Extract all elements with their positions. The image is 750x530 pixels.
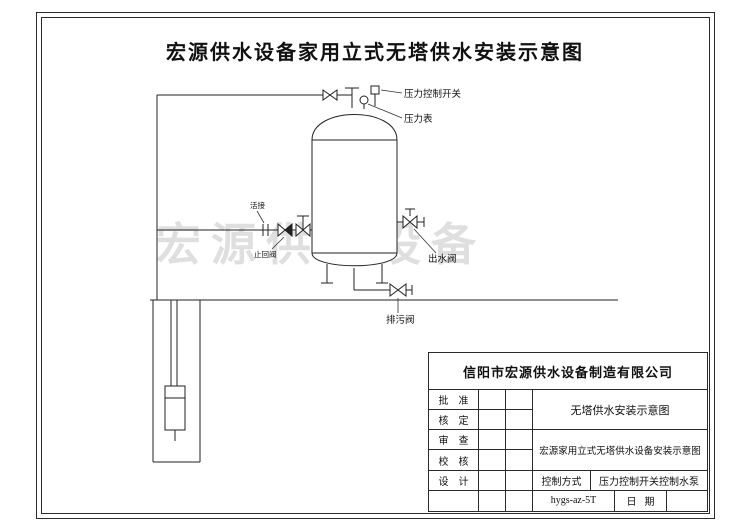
pressure-tank (311, 87, 398, 284)
tank-leg-right (376, 264, 388, 284)
drawing-title: 宏源供水设备家用立式无塔供水安装示意图 (166, 42, 584, 64)
pressure-switch-device (370, 85, 380, 106)
sheet-inner-border (41, 17, 710, 514)
signature-cell (506, 450, 533, 471)
union-label: 活接 (250, 200, 265, 210)
date-label: 日期 (615, 490, 667, 511)
leader-lines (256, 89, 437, 313)
pressure-gauge-device (359, 95, 369, 109)
approval-label-pizhun: 批准 (429, 390, 479, 411)
signature-cell (479, 430, 506, 451)
drop-pipe (170, 300, 178, 386)
signature-cell (479, 490, 506, 511)
signature-cell (506, 410, 533, 431)
signature-cell (479, 450, 506, 471)
check-valve-label: 止回阀 (254, 249, 277, 259)
tank-leg-left (321, 264, 333, 284)
sheet-outer-border (36, 12, 715, 519)
well (152, 300, 201, 463)
control-row: 控制方式 压力控制开关控制水泵 (533, 470, 707, 491)
model-row: hygs-az-5T 日期 (533, 490, 707, 511)
approval-label-sheji: 设计 (429, 470, 479, 491)
fill-pipe-valve (322, 89, 338, 101)
pressure-switch-label: 压力控制开关 (404, 88, 462, 100)
title-block: 信阳市宏源供水设备制造有限公司 批准 核定 审查 校核 设计 无塔供水安装示意图… (428, 352, 708, 512)
company-name: 信阳市宏源供水设备制造有限公司 (429, 353, 707, 390)
control-method-label: 控制方式 (533, 470, 591, 490)
tank-top-nozzle (345, 87, 359, 108)
signature-cell (506, 470, 533, 491)
doc-title-2: 宏源家用立式无塔供水设备安装示意图 (533, 430, 707, 471)
model-code: hygs-az-5T (533, 490, 615, 511)
submersible-pump (164, 385, 186, 441)
control-method-value: 压力控制开关控制水泵 (599, 476, 699, 488)
pressure-gauge-label: 压力表 (404, 113, 433, 125)
signature-cell (506, 390, 533, 411)
approval-label-heding: 核定 (429, 410, 479, 431)
signature-cell (506, 490, 533, 511)
signature-cell (479, 470, 506, 491)
empty-label-cell (429, 490, 479, 511)
date-value-cell (667, 491, 707, 511)
doc-title-1: 无塔供水安装示意图 (533, 390, 707, 431)
signature-cell (479, 410, 506, 431)
outlet-valve-label: 出水阀 (428, 253, 457, 265)
signature-cell (506, 430, 533, 451)
check-valve-symbol (277, 222, 293, 238)
outlet-valve-symbol (397, 208, 425, 230)
pipe-union (262, 224, 269, 236)
signature-cell (479, 390, 506, 411)
gate-valve-symbol (295, 215, 311, 238)
drain-valve-label: 排污阀 (386, 314, 415, 326)
approval-label-shencha: 审查 (429, 430, 479, 451)
drain-valve-symbol (353, 268, 413, 297)
approval-label-jiaohe: 校核 (429, 450, 479, 471)
